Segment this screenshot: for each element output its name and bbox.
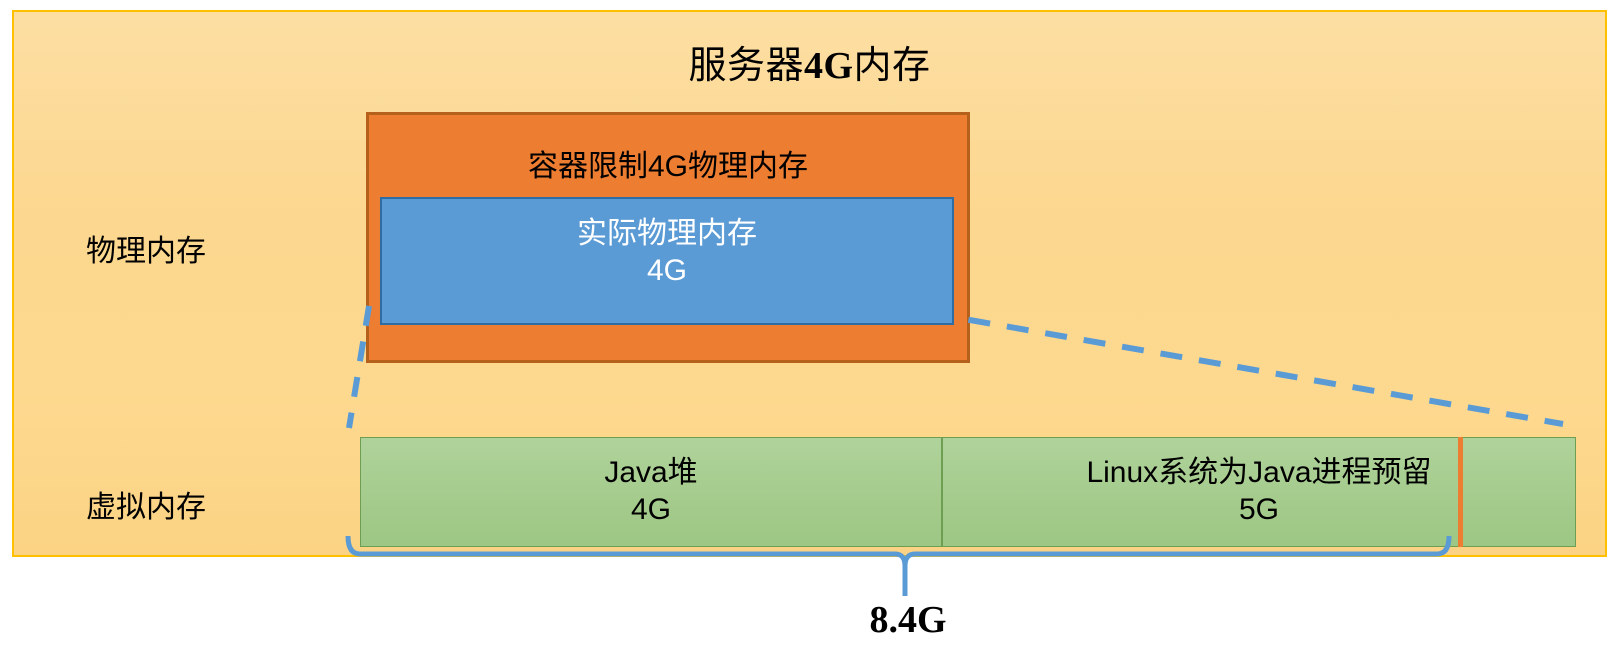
linux-reserved-name: Linux系统为Java进程预留 (1086, 456, 1432, 490)
diagram-title-suffix: 内存 (853, 45, 931, 87)
diagram-title-prefix: 服务器 (688, 45, 804, 87)
actual-physical-memory-size: 4G (646, 253, 688, 287)
actual-physical-memory-box: 实际物理内存 4G (380, 197, 954, 325)
java-heap-name: Java堆 (604, 456, 698, 490)
java-heap-size: 4G (630, 493, 672, 526)
reserved-boundary-marker (1458, 437, 1463, 547)
server-memory-panel: 服务器4G内存 物理内存 虚拟内存 容器限制4G物理内存 实际物理内存 4G J… (12, 10, 1607, 557)
linux-reserved-box: Linux系统为Java进程预留 5G (942, 437, 1576, 547)
container-limit-label: 容器限制4G物理内存 (527, 150, 809, 183)
actual-physical-memory-name: 实际物理内存 (577, 217, 757, 250)
row-label-physical-memory: 物理内存 (86, 235, 206, 268)
row-label-virtual-memory: 虚拟内存 (86, 491, 206, 524)
total-span-bracket-center (894, 551, 1432, 596)
diagram-title: 服务器4G内存 (14, 34, 1605, 89)
diagram-title-bold: 4G (803, 45, 854, 87)
total-memory-label: 8.4G (869, 599, 947, 641)
java-heap-box: Java堆 4G (360, 437, 942, 547)
linux-reserved-size: 5G (1238, 493, 1280, 526)
